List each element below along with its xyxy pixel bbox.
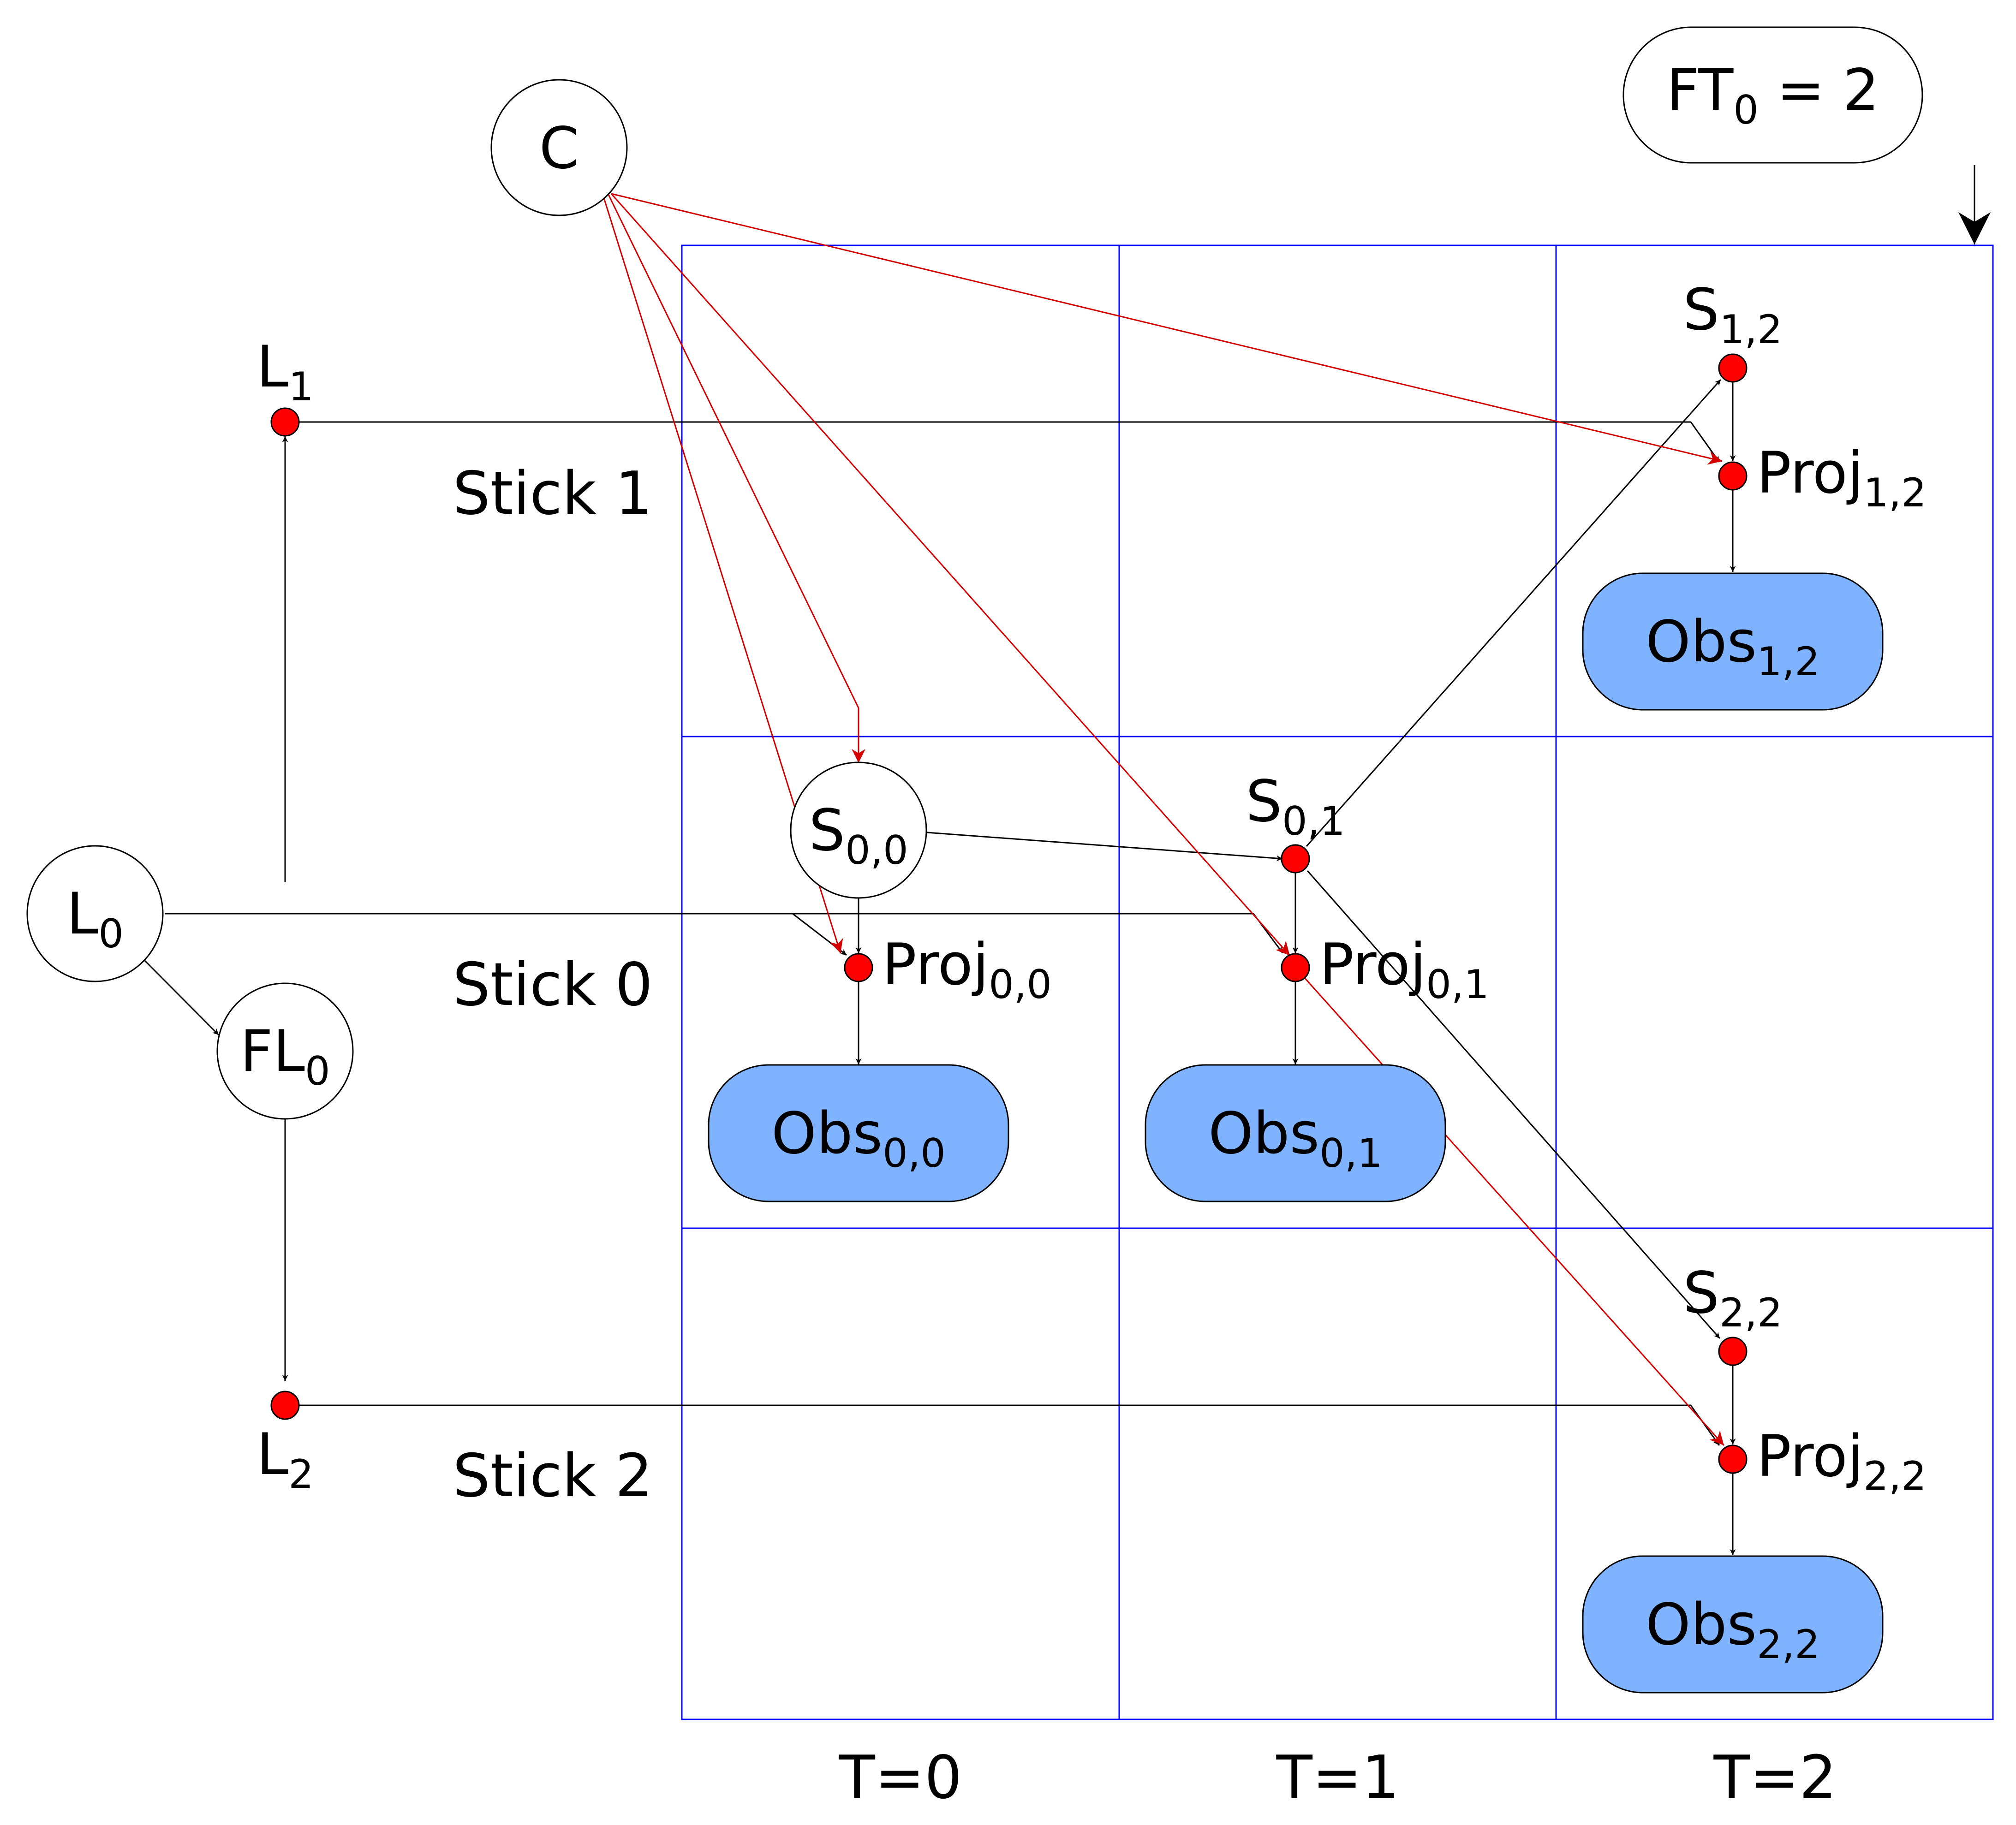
column-label-t1: T=1 <box>1276 1743 1400 1812</box>
edge-s01-to-s12 <box>1306 379 1722 847</box>
observation-nodes: Obs0,0 Obs0,1 Obs1,2 Obs2,2 <box>708 572 1884 1694</box>
edge-c-to-proj01 <box>610 193 1291 956</box>
column-label-t0: T=0 <box>839 1743 962 1812</box>
point-l1: L1 <box>256 334 314 437</box>
row-label-stick-2: Stick 2 <box>453 1442 653 1510</box>
grid-outline <box>681 244 1994 1720</box>
svg-text:S2,2: S2,2 <box>1683 1260 1783 1336</box>
node-l0: L0 <box>26 845 164 982</box>
node-ft0: FT0 = 2 <box>1622 26 1923 164</box>
point-proj00: Proj0,0 <box>844 932 1052 1008</box>
edge-s01-to-s22 <box>1306 870 1721 1339</box>
edge-c-to-proj22 <box>1294 967 1725 1446</box>
column-labels: T=0 T=1 T=2 <box>839 1743 1837 1812</box>
latent-nodes: C FT0 = 2 L0 FL0 S0,0 <box>26 26 1923 1120</box>
black-edges <box>143 165 1991 1555</box>
obs-node-0-1: Obs0,1 <box>1145 1064 1446 1202</box>
obs-node-0-0: Obs0,0 <box>708 1064 1009 1202</box>
edge-l2-to-proj22 <box>299 1404 1720 1446</box>
edge-l1-to-proj12 <box>299 421 1720 463</box>
point-l2: L2 <box>256 1391 314 1498</box>
svg-text:Proj0,1: Proj0,1 <box>1319 932 1489 1008</box>
edge-l0-to-fl0 <box>143 959 220 1036</box>
svg-text:Proj0,0: Proj0,0 <box>882 932 1052 1008</box>
svg-text:L1: L1 <box>256 334 314 410</box>
edge-c-to-s00 <box>607 193 865 763</box>
row-labels: Stick 1 Stick 0 Stick 2 <box>453 459 653 1510</box>
svg-text:FL0: FL0 <box>240 1018 330 1094</box>
svg-text:L0: L0 <box>66 881 124 957</box>
edge-c-to-proj12 <box>611 193 1723 465</box>
svg-text:Proj2,2: Proj2,2 <box>1757 1423 1927 1499</box>
obs-node-2-2: Obs2,2 <box>1582 1555 1884 1694</box>
svg-text:S0,0: S0,0 <box>809 797 908 874</box>
svg-text:Obs0,0: Obs0,0 <box>771 1100 946 1177</box>
svg-text:Proj1,2: Proj1,2 <box>1757 440 1927 516</box>
point-proj01: Proj0,1 <box>1281 932 1489 1008</box>
svg-text:Obs0,1: Obs0,1 <box>1208 1100 1383 1177</box>
svg-text:C: C <box>539 115 579 182</box>
column-label-t2: T=2 <box>1713 1743 1837 1812</box>
point-proj22: Proj2,2 <box>1718 1423 1927 1499</box>
node-fl0: FL0 <box>216 982 354 1120</box>
svg-text:Obs2,2: Obs2,2 <box>1646 1592 1820 1668</box>
row-label-stick-0: Stick 0 <box>453 951 653 1019</box>
point-nodes: L1 L2 S0,1 S1,2 S2,2 Proj0,0 Proj0,1 Pr <box>256 277 1927 1499</box>
edge-l0-to-proj01 <box>165 913 1283 953</box>
svg-text:S1,2: S1,2 <box>1683 277 1783 353</box>
point-s12: S1,2 <box>1683 277 1783 383</box>
svg-text:S0,1: S0,1 <box>1246 768 1345 844</box>
edge-s00-to-s01 <box>927 832 1283 862</box>
time-stick-grid <box>681 244 1994 1720</box>
node-c: C <box>490 79 628 216</box>
point-proj12: Proj1,2 <box>1718 440 1927 516</box>
svg-text:FT0 = 2: FT0 = 2 <box>1666 57 1879 133</box>
row-label-stick-1: Stick 1 <box>453 459 653 528</box>
obs-node-1-2: Obs1,2 <box>1582 572 1884 711</box>
node-s00: S0,0 <box>790 761 927 899</box>
edge-l0-to-proj00 <box>792 913 847 956</box>
point-s01: S0,1 <box>1246 768 1345 874</box>
svg-text:L2: L2 <box>256 1421 314 1498</box>
point-s22: S2,2 <box>1683 1260 1783 1366</box>
svg-text:Obs1,2: Obs1,2 <box>1646 609 1820 685</box>
